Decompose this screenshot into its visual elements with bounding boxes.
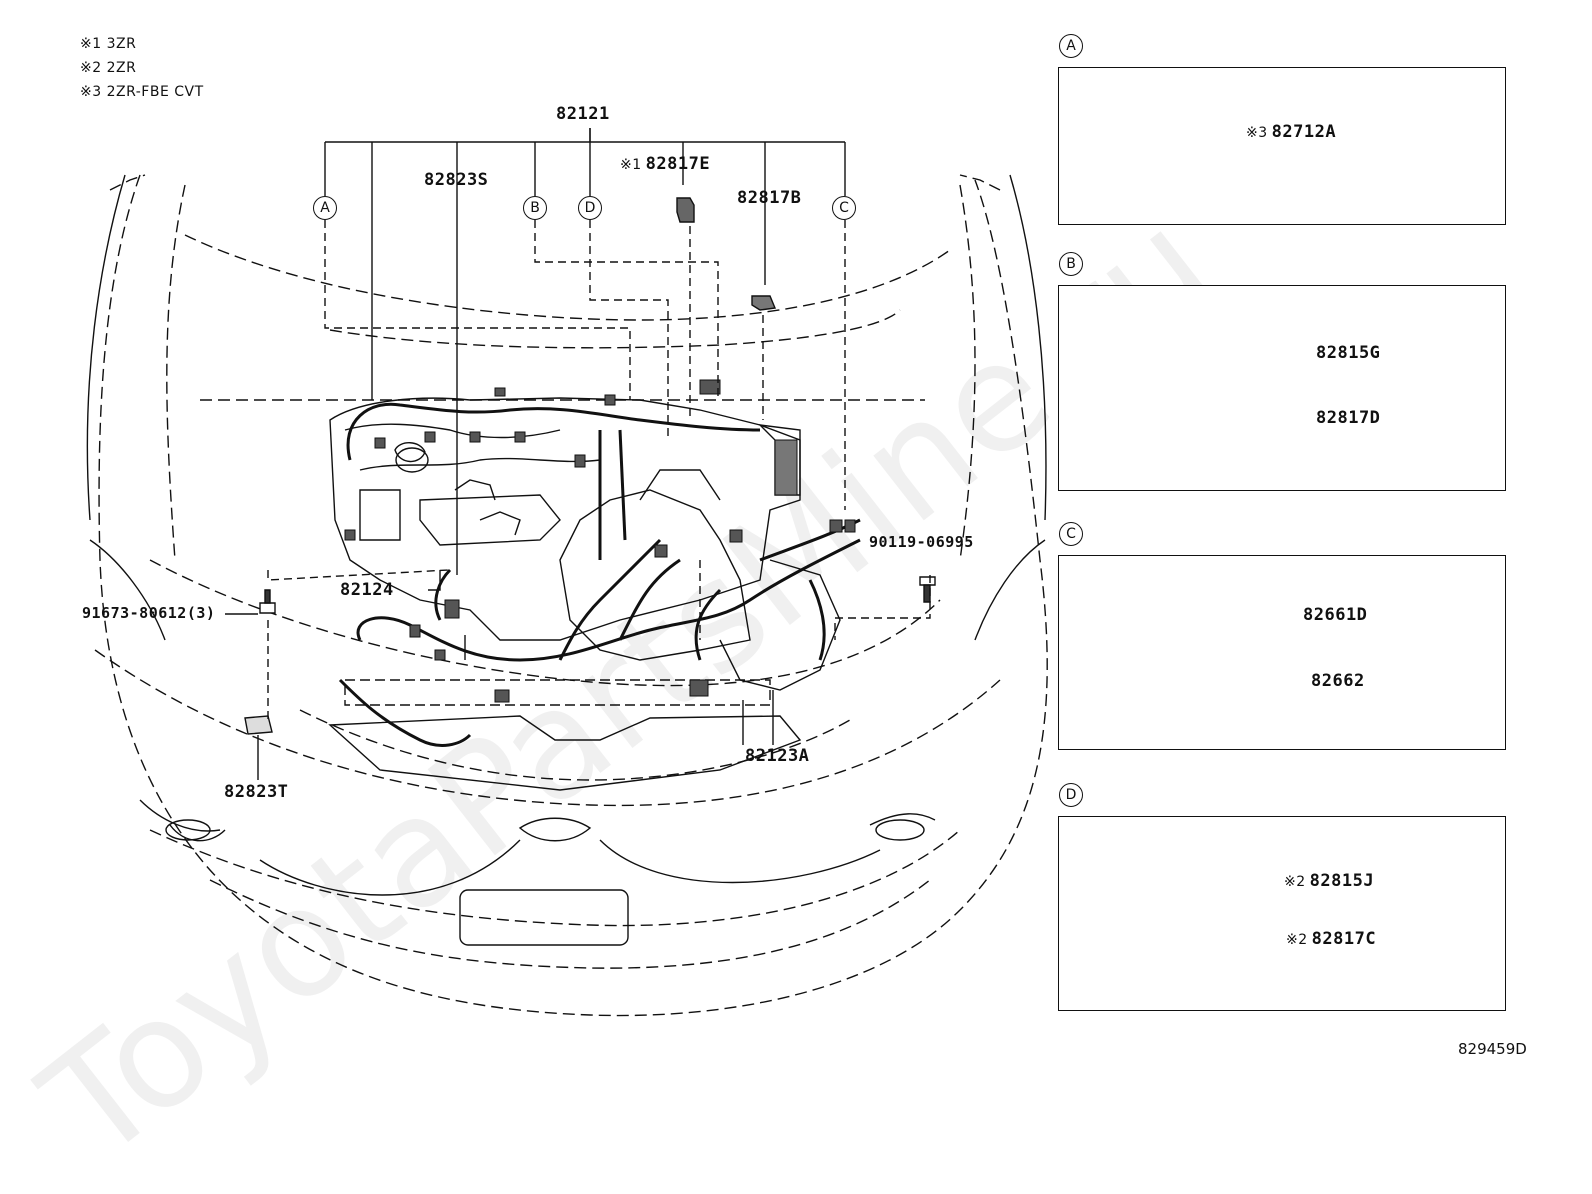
panel-b-item-82817d[interactable]: 82817D <box>1316 408 1381 428</box>
mark-3: ※3 <box>1246 125 1268 141</box>
label-82823s[interactable]: 82823S <box>424 170 489 190</box>
bolt-right-drawing <box>919 576 936 603</box>
doc-id: 829459D <box>1458 1040 1527 1058</box>
callout-a[interactable]: A <box>313 196 337 220</box>
panel-d-part-2: 82817C <box>1311 929 1377 949</box>
panel-b <box>1058 285 1506 491</box>
panel-d-callout: D <box>1059 783 1083 807</box>
label-82817b[interactable]: 82817B <box>737 188 802 208</box>
mark-1: ※1 <box>620 157 642 173</box>
panel-a-part: 82712A <box>1271 122 1337 142</box>
panel-c <box>1058 555 1506 750</box>
callout-b[interactable]: B <box>523 196 547 220</box>
panel-c-callout: C <box>1059 522 1083 546</box>
panel-a-callout: A <box>1059 34 1083 58</box>
label-91673-80612[interactable]: 91673-80612(3) <box>82 604 216 622</box>
label-82123a[interactable]: 82123A <box>745 746 810 766</box>
label-82121[interactable]: 82121 <box>556 104 610 124</box>
note-1: ※1 3ZR <box>80 36 137 52</box>
panel-c-item-82661d[interactable]: 82661D <box>1303 605 1368 625</box>
bolt-left-drawing <box>259 589 276 614</box>
label-82817e-text: 82817E <box>645 154 711 174</box>
label-82823t[interactable]: 82823T <box>224 782 289 802</box>
note-2: ※2 2ZR <box>80 60 137 76</box>
panel-c-item-82662[interactable]: 82662 <box>1311 671 1365 691</box>
label-82124[interactable]: 82124 <box>340 580 394 600</box>
callout-d[interactable]: D <box>578 196 602 220</box>
label-90119-06995[interactable]: 90119-06995 <box>869 533 974 551</box>
mark-2b: ※2 <box>1286 932 1308 948</box>
note-3: ※3 2ZR-FBE CVT <box>80 84 204 100</box>
panel-b-item-82815g[interactable]: 82815G <box>1316 343 1381 363</box>
panel-d-part-1: 82815J <box>1309 871 1375 891</box>
callout-c[interactable]: C <box>832 196 856 220</box>
panel-a <box>1058 67 1506 225</box>
panel-b-callout: B <box>1059 252 1083 276</box>
panel-d <box>1058 816 1506 1011</box>
mark-2a: ※2 <box>1284 874 1306 890</box>
body-outline <box>94 174 1048 1017</box>
